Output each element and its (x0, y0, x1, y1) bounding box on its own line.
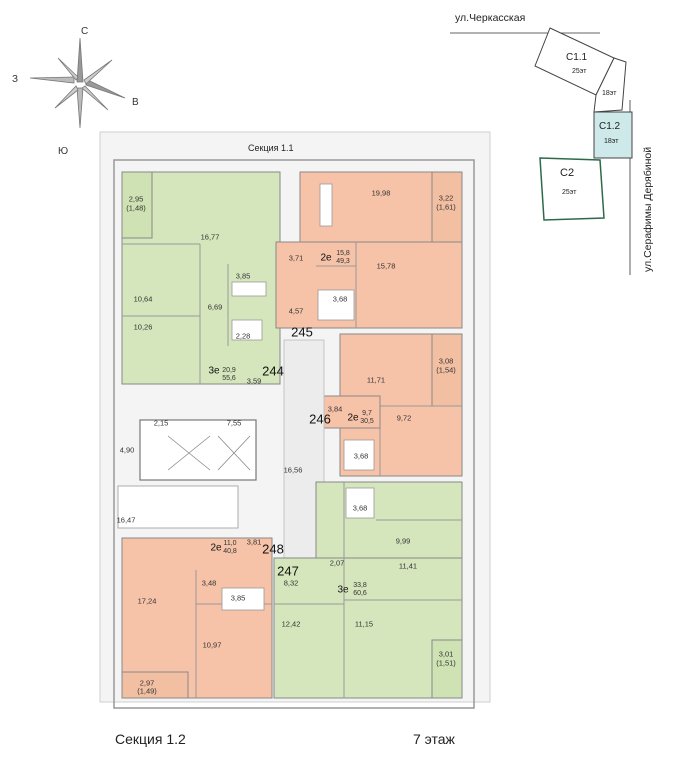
apt-245-living: 15,8 (336, 250, 350, 257)
room-area: 2,15 (153, 418, 169, 428)
section-bottom-label: Секция 1.2 (115, 731, 186, 747)
apt-244-total: 55,6 (222, 375, 236, 382)
section-top-label: Секция 1.1 (248, 143, 294, 153)
building-c11: С1.1 (566, 52, 588, 63)
room-area: 16,77 (200, 232, 220, 242)
room-area: 11,41 (398, 561, 418, 571)
apt-246-living: 9,7 (362, 410, 372, 417)
room-area: 3,85 (230, 593, 246, 603)
room-area: 3,59 (246, 376, 262, 386)
room-area: 3,08 (438, 356, 454, 366)
room-area: (1,49) (137, 686, 157, 696)
room-area: 4,57 (288, 306, 304, 316)
apt-248-total: 40,8 (223, 548, 237, 555)
apt-247-rooms: 3е (337, 584, 349, 596)
apt-248-number: 248 (262, 541, 284, 557)
room-area: 10,26 (133, 322, 153, 332)
floor-label: 7 этаж (413, 731, 455, 747)
room-area: 10,64 (133, 294, 153, 304)
building-c12-floors: 18эт (604, 138, 619, 145)
room-area: 8,32 (283, 578, 299, 588)
room-area: 15,78 (376, 261, 396, 271)
building-c12: С1.2 (599, 121, 621, 132)
street-top: ул.Черкасская (455, 12, 526, 24)
compass-north: С (81, 26, 89, 37)
compass-east: В (132, 97, 139, 108)
room-area: 2,07 (329, 558, 345, 568)
apt-247-total: 60,6 (353, 590, 367, 597)
apt-245-number: 245 (291, 324, 313, 340)
apt-245-rooms: 2е (320, 252, 332, 264)
room-area: 16,47 (116, 515, 136, 525)
room-area: 3,68 (332, 294, 348, 304)
building-link-floors: 18эт (602, 90, 617, 97)
apt-247-number: 247 (277, 563, 299, 579)
room-area: 12,42 (281, 619, 301, 629)
room-area: 9,99 (395, 536, 411, 546)
apt-245-total: 49,3 (336, 258, 350, 265)
room-area: 19,98 (371, 188, 391, 198)
room-area: 3,68 (352, 503, 368, 513)
room-area: 11,71 (366, 375, 386, 385)
apt-244-number: 244 (262, 363, 284, 379)
building-c2-floors: 25эт (562, 189, 577, 196)
room-area: 17,24 (137, 596, 157, 606)
room-area: 9,72 (396, 413, 412, 423)
room-area: 11,15 (354, 619, 374, 629)
room-area: 6,69 (207, 302, 223, 312)
room-area: (1,48) (126, 203, 146, 213)
compass-south: Ю (58, 146, 69, 157)
room-area: 3,48 (201, 578, 217, 588)
room-area: 2,28 (235, 331, 251, 341)
room-area: 4,90 (119, 445, 135, 455)
room-area: 16,56 (283, 465, 303, 475)
apt-246-total: 30,5 (360, 418, 374, 425)
apt-248-living: 11,0 (223, 540, 237, 547)
room-area: 3,22 (438, 193, 454, 203)
room-area: (1,54) (436, 365, 456, 375)
room-area: 7,55 (226, 418, 242, 428)
apt-244-living: 20,9 (222, 367, 236, 374)
room-area: 3,81 (246, 537, 262, 547)
apt-246-rooms: 2е (347, 412, 359, 424)
building-c11-floors: 25эт (572, 68, 587, 75)
room-area: (1,61) (436, 202, 456, 212)
room-area: 3,68 (353, 451, 369, 461)
room-area: 3,01 (438, 649, 454, 659)
room-area: 3,85 (235, 271, 251, 281)
room-area: 2,95 (128, 194, 144, 204)
compass-west: З (12, 74, 19, 85)
room-area: 3,84 (327, 404, 343, 414)
apt-248-rooms: 2е (210, 542, 222, 554)
apt-244-rooms: 3е (208, 365, 220, 377)
room-area: 3,71 (288, 253, 304, 263)
building-c2: С2 (560, 167, 575, 179)
room-area: 10,97 (202, 640, 222, 650)
room-area: (1,51) (436, 658, 456, 668)
apt-247-living: 33,8 (353, 582, 367, 589)
room-area: 2,97 (139, 678, 155, 688)
apt-246-number: 246 (309, 411, 331, 427)
